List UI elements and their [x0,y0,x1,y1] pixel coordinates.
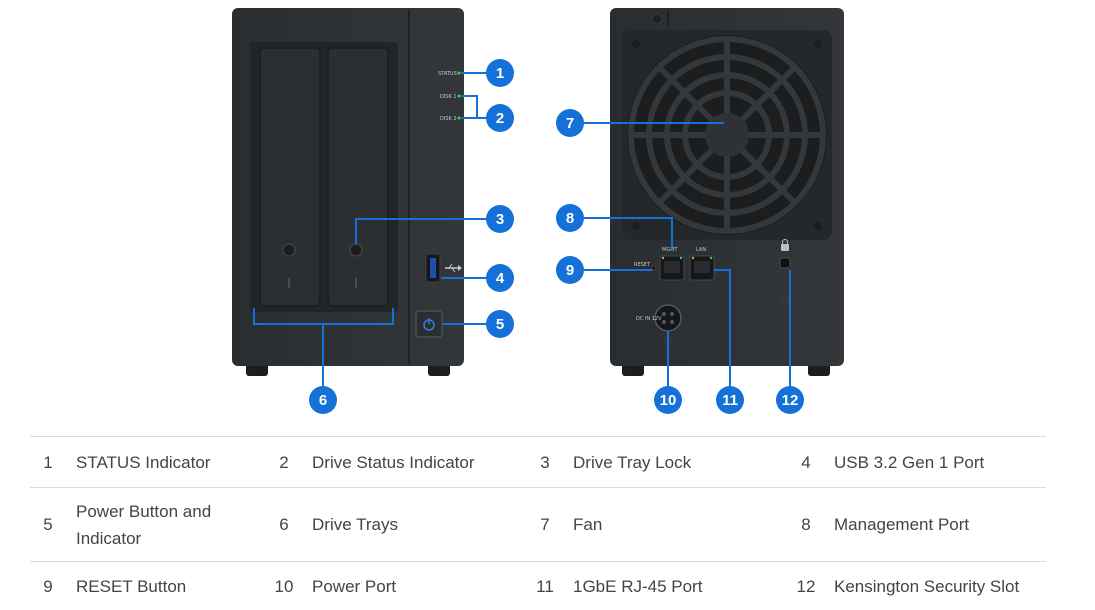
kensington-slot[interactable] [779,257,791,269]
legend-label: Fan [573,515,603,534]
callout-9: 9 [556,256,584,284]
legend-row: 1 STATUS Indicator 2 Drive Status Indicato… [30,437,1046,488]
legend-num: 11 [536,576,554,596]
callout-10-text: 10 [660,392,677,409]
legend-label: Power Port [312,576,397,596]
legend-item: 7 Fan [531,511,792,538]
legend-label: Management Port [834,515,970,534]
callout-3-text: 3 [496,211,504,228]
legend-item: 5 Power Button and Indicator [30,498,270,552]
callout-10: 10 [654,386,682,414]
callout-11-text: 11 [722,392,738,409]
legend-row: 5 Power Button and Indicator 6 Drive Trays… [30,488,1046,562]
callout-1-text: 1 [496,65,504,82]
legend-item: 9 RESET Button [30,573,270,600]
legend-label: Kensington Security Slot [834,576,1020,596]
legend-label: 1GbE RJ-45 Port [573,576,703,596]
callout-lines [253,72,791,386]
management-port[interactable] [659,255,685,281]
usb-port[interactable] [425,253,441,283]
callout-9-text: 9 [566,262,574,279]
callout-8-text: 8 [566,210,574,227]
fan [622,30,832,240]
legend-label: USB 3.2 Gen 1 Port [834,452,985,472]
rear-view: MGMT LAN RESET DC IN 12V [610,8,844,376]
lock-icon [781,239,789,251]
legend-label: Power Button and Indicator [76,501,212,548]
callout-12: 12 [776,386,804,414]
legend-num: 10 [274,576,294,596]
power-button[interactable] [415,310,443,338]
legend-item: 4 USB 3.2 Gen 1 Port [792,449,1046,476]
legend-item: 6 Drive Trays [270,511,531,538]
legend-num: 4 [801,452,811,472]
legend-num: 9 [43,576,53,596]
legend-num: 1 [43,452,53,472]
callout-7: 7 [556,109,584,137]
callout-8: 8 [556,204,584,232]
callout-5: 5 [486,310,514,338]
legend-item: 12 Kensington Security Slot [792,573,1046,600]
legend-num: 7 [540,515,550,534]
legend-item: 2 Drive Status Indicator [270,449,531,476]
legend-label: Drive Trays [312,515,398,534]
callout-6: 6 [309,386,337,414]
callout-5-text: 5 [496,316,504,333]
legend-row: 9 RESET Button 10 Power Port 11 1GbE RJ-45 … [30,562,1046,610]
status-label: STATUS [438,71,457,77]
callout-4: 4 [486,264,514,292]
callout-1: 1 [486,59,514,87]
mgmt-label: MGMT [662,247,679,253]
legend-item: 11 1GbE RJ-45 Port [531,573,792,600]
legend-num: 6 [279,515,289,534]
legend-label: STATUS Indicator [76,452,211,472]
front-view: STATUS DISK 1 DISK 2 [232,8,464,376]
legend-label: RESET Button [76,576,187,596]
callout-4-text: 4 [496,270,505,287]
callout-3: 3 [486,205,514,233]
legend-label: Drive Status Indicator [312,452,475,472]
callout-6-text: 6 [319,392,327,409]
lan-label: LAN [696,247,706,253]
legend-num: 5 [43,515,53,534]
callout-2: 2 [486,104,514,132]
legend-num: 12 [796,576,816,596]
legend-num: 3 [540,452,550,472]
nas-diagram: STATUS DISK 1 DISK 2 [232,8,844,414]
disk2-label: DISK 2 [440,116,457,122]
dc-label: DC IN 12V [636,316,662,322]
drive-tray-2[interactable] [327,47,389,307]
disk2-led [457,116,461,120]
legend-item: 10 Power Port [270,573,531,600]
status-led [457,71,461,75]
legend-item: 8 Management Port [792,511,1046,538]
legend-num: 2 [279,452,289,472]
legend-item: 1 STATUS Indicator [30,449,270,476]
callout-11: 11 [716,386,744,414]
reset-label: RESET [634,262,651,268]
legend-num: 8 [801,515,811,534]
tray-lock-2[interactable] [349,243,363,257]
lan-port[interactable] [689,255,715,281]
disk1-led [457,94,461,98]
reset-button[interactable] [651,265,657,271]
legend-item: 3 Drive Tray Lock [531,449,792,476]
legend-table: 1 STATUS Indicator 2 Drive Status Indicato… [30,436,1046,610]
disk1-label: DISK 1 [440,94,457,100]
callout-7-text: 7 [566,115,574,132]
tray-lock-1[interactable] [282,243,296,257]
usb-icon [445,263,462,273]
callout-2-text: 2 [496,110,504,127]
callout-12-text: 12 [782,392,799,409]
legend-label: Drive Tray Lock [573,452,692,472]
drive-tray-1[interactable] [259,47,321,307]
